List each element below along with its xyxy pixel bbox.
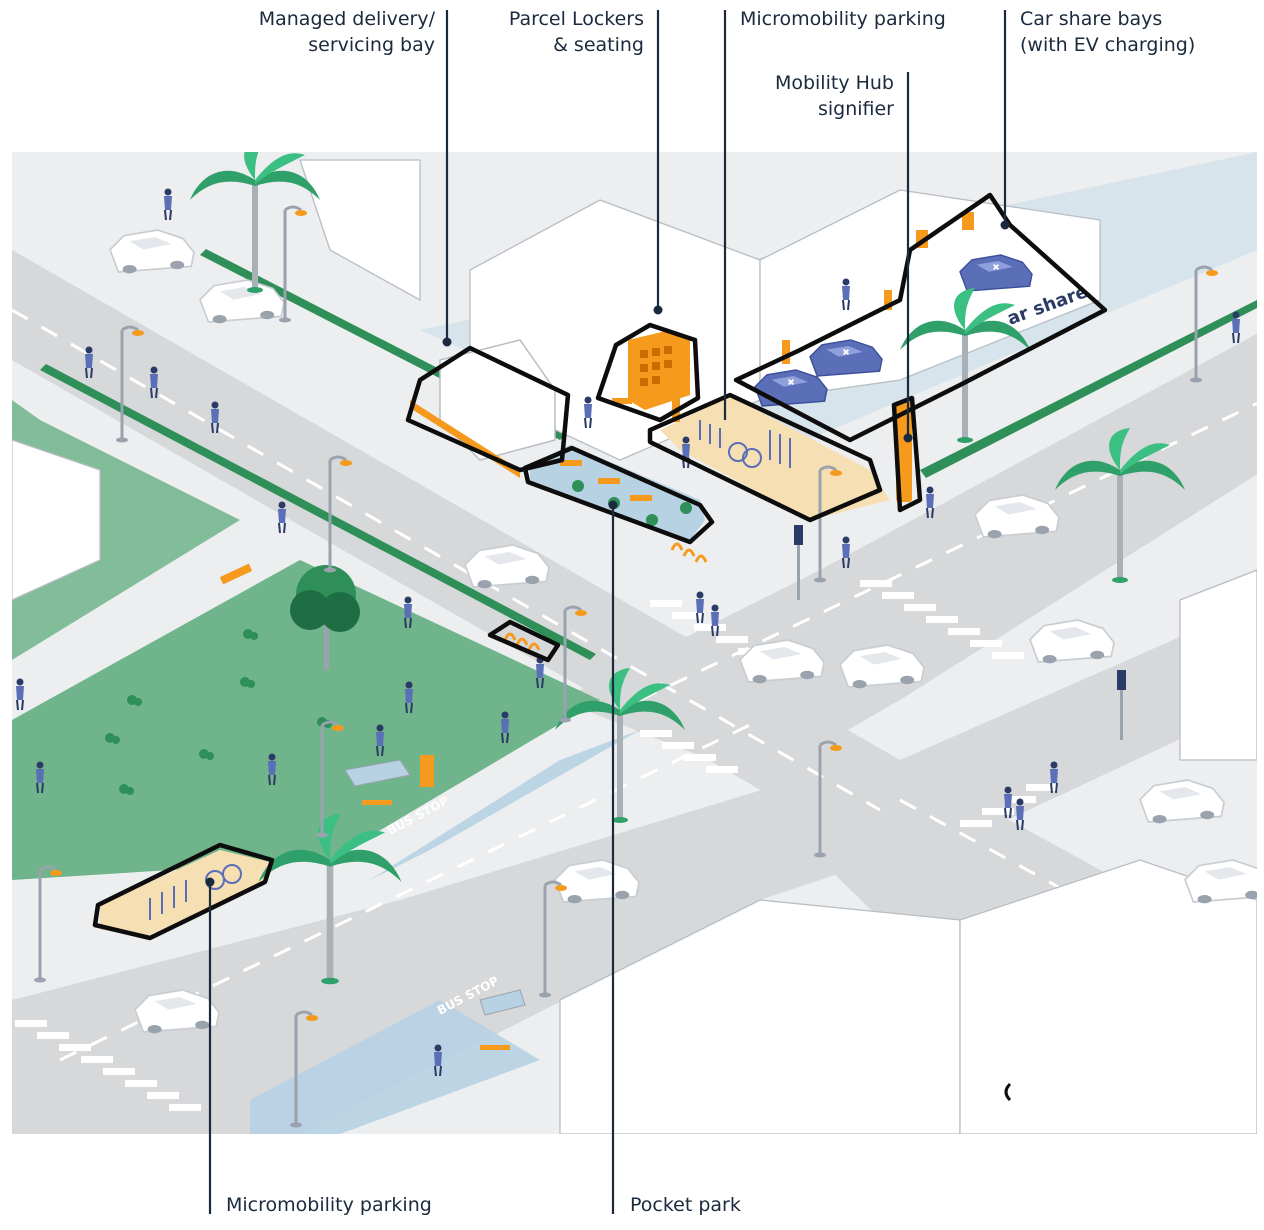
- outline-parcel-lockers: [595, 322, 701, 423]
- bike-racks-top: [699, 420, 791, 468]
- label-micro-bottom-line1: Micromobility parking: [226, 1194, 432, 1216]
- label-lockers-line2: & seating: [553, 34, 644, 56]
- bracket-mark: [1004, 1082, 1012, 1102]
- outline-car-share: [733, 192, 1108, 443]
- label-pocket-park-line1: Pocket park: [630, 1194, 741, 1216]
- label-parcel-lockers: Parcel Lockers & seating: [509, 6, 644, 58]
- outline-pocket-park: [522, 445, 715, 545]
- park-lawn: [12, 560, 600, 880]
- label-car-share: Car share bays (with EV charging): [1020, 6, 1195, 58]
- label-micro-top-line1: Micromobility parking: [740, 8, 946, 30]
- cross-street-upper: [560, 333, 1257, 780]
- ticket-machine: [420, 755, 434, 787]
- leader-dots: [205, 220, 1010, 887]
- label-lockers-line1: Parcel Lockers: [508, 8, 644, 30]
- park-tree: [290, 565, 360, 670]
- highlight-outlines: [92, 192, 1108, 941]
- label-carshare-line2: (with EV charging): [1020, 34, 1196, 56]
- pocket-park-platform: [530, 445, 705, 540]
- outline-bike-hoops: [487, 619, 561, 663]
- label-carshare-line1: Car share bays: [1020, 8, 1163, 30]
- label-micromobility-bottom: Micromobility parking: [226, 1192, 432, 1218]
- label-hub-signifier: Mobility Hub signifier: [775, 70, 894, 122]
- label-signifier-line1: Mobility Hub: [774, 72, 894, 94]
- lower-avenue: [12, 760, 1000, 1134]
- bus-lane-1: [370, 730, 640, 880]
- outline-hub-signifier: [891, 395, 923, 513]
- bike-hoops: [503, 542, 708, 651]
- parcel-lockers: [612, 330, 690, 410]
- buildings: [12, 159, 1257, 1134]
- scene-content: ar share BUS STOP BUS S: [12, 152, 1257, 1134]
- label-delivery-line1: Managed delivery/: [258, 8, 435, 30]
- bus-lane-2: [250, 1000, 540, 1134]
- park-bench: [219, 563, 253, 585]
- label-micromobility-top: Micromobility parking: [740, 6, 946, 32]
- traffic-lights: [794, 525, 1126, 740]
- outline-micromobility-top: [647, 392, 883, 523]
- label-signifier-line2: signifier: [817, 98, 894, 120]
- label-delivery-bay: Managed delivery/ servicing bay: [259, 6, 435, 58]
- pocket-park-seating: [560, 460, 652, 501]
- outline-micromobility-bottom: [92, 842, 275, 941]
- micro-hub-pad: [660, 396, 890, 520]
- outline-delivery-bay: [405, 345, 571, 473]
- label-delivery-line2: servicing bay: [308, 34, 435, 56]
- leader-lines: [208, 10, 1007, 1214]
- label-pocket-park: Pocket park: [630, 1192, 741, 1218]
